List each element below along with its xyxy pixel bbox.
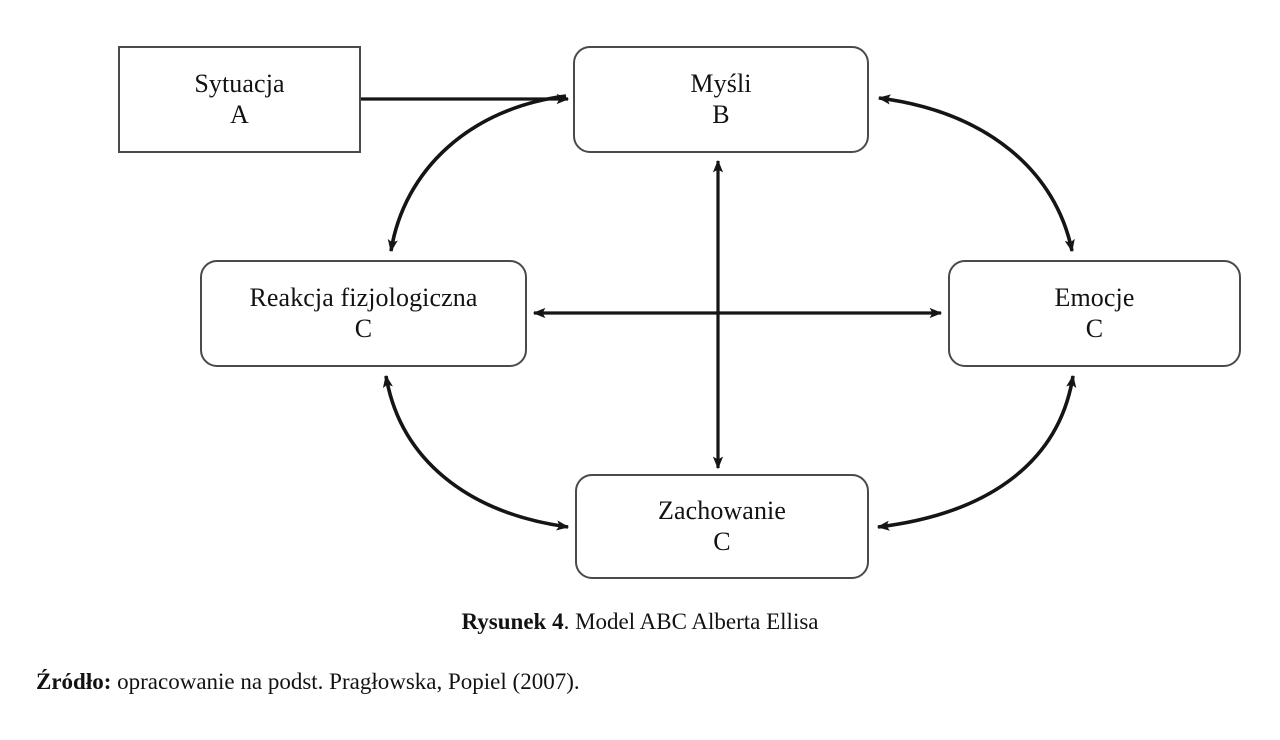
- connector-thoughts-emotions: [877, 94, 1075, 253]
- figure-caption-label: Rysunek 4: [461, 609, 564, 634]
- connector-emotions-behaviour: [876, 374, 1077, 531]
- node-behaviour-title: Zachowanie: [657, 495, 787, 525]
- node-thoughts[interactable]: Myśli B: [573, 46, 869, 153]
- node-behaviour-code: C: [713, 526, 731, 556]
- node-situation-title: Sytuacja: [194, 68, 285, 98]
- figure-caption-separator: .: [563, 609, 576, 634]
- figure-caption-text: Model ABC Alberta Ellisa: [575, 609, 819, 634]
- figure-caption: Rysunek 4. Model ABC Alberta Ellisa: [0, 608, 1280, 636]
- node-emotions-title: Emocje: [1054, 282, 1135, 312]
- node-situation[interactable]: Sytuacja A: [118, 46, 361, 153]
- node-emotions[interactable]: Emocje C: [948, 260, 1241, 367]
- node-physiological-reaction-code: C: [354, 313, 373, 343]
- diagram-canvas: [361, 93, 1077, 531]
- node-situation-code: A: [230, 99, 249, 129]
- figure-source-label: Źródło:: [36, 669, 112, 694]
- figure-source-text: opracowanie na podst. Pragłowska, Popiel…: [111, 669, 580, 694]
- connector-physio-behaviour: [382, 374, 570, 531]
- node-physiological-reaction-title: Reakcja fizjologiczna: [249, 282, 478, 312]
- node-emotions-code: C: [1085, 313, 1104, 343]
- node-behaviour[interactable]: Zachowanie C: [575, 474, 869, 579]
- node-physiological-reaction[interactable]: Reakcja fizjologiczna C: [200, 260, 527, 367]
- connector-thoughts-to-physio: [387, 94, 567, 253]
- node-thoughts-title: Myśli: [690, 68, 752, 98]
- node-thoughts-code: B: [712, 99, 730, 129]
- figure-source: Źródło: opracowanie na podst. Pragłowska…: [36, 668, 580, 696]
